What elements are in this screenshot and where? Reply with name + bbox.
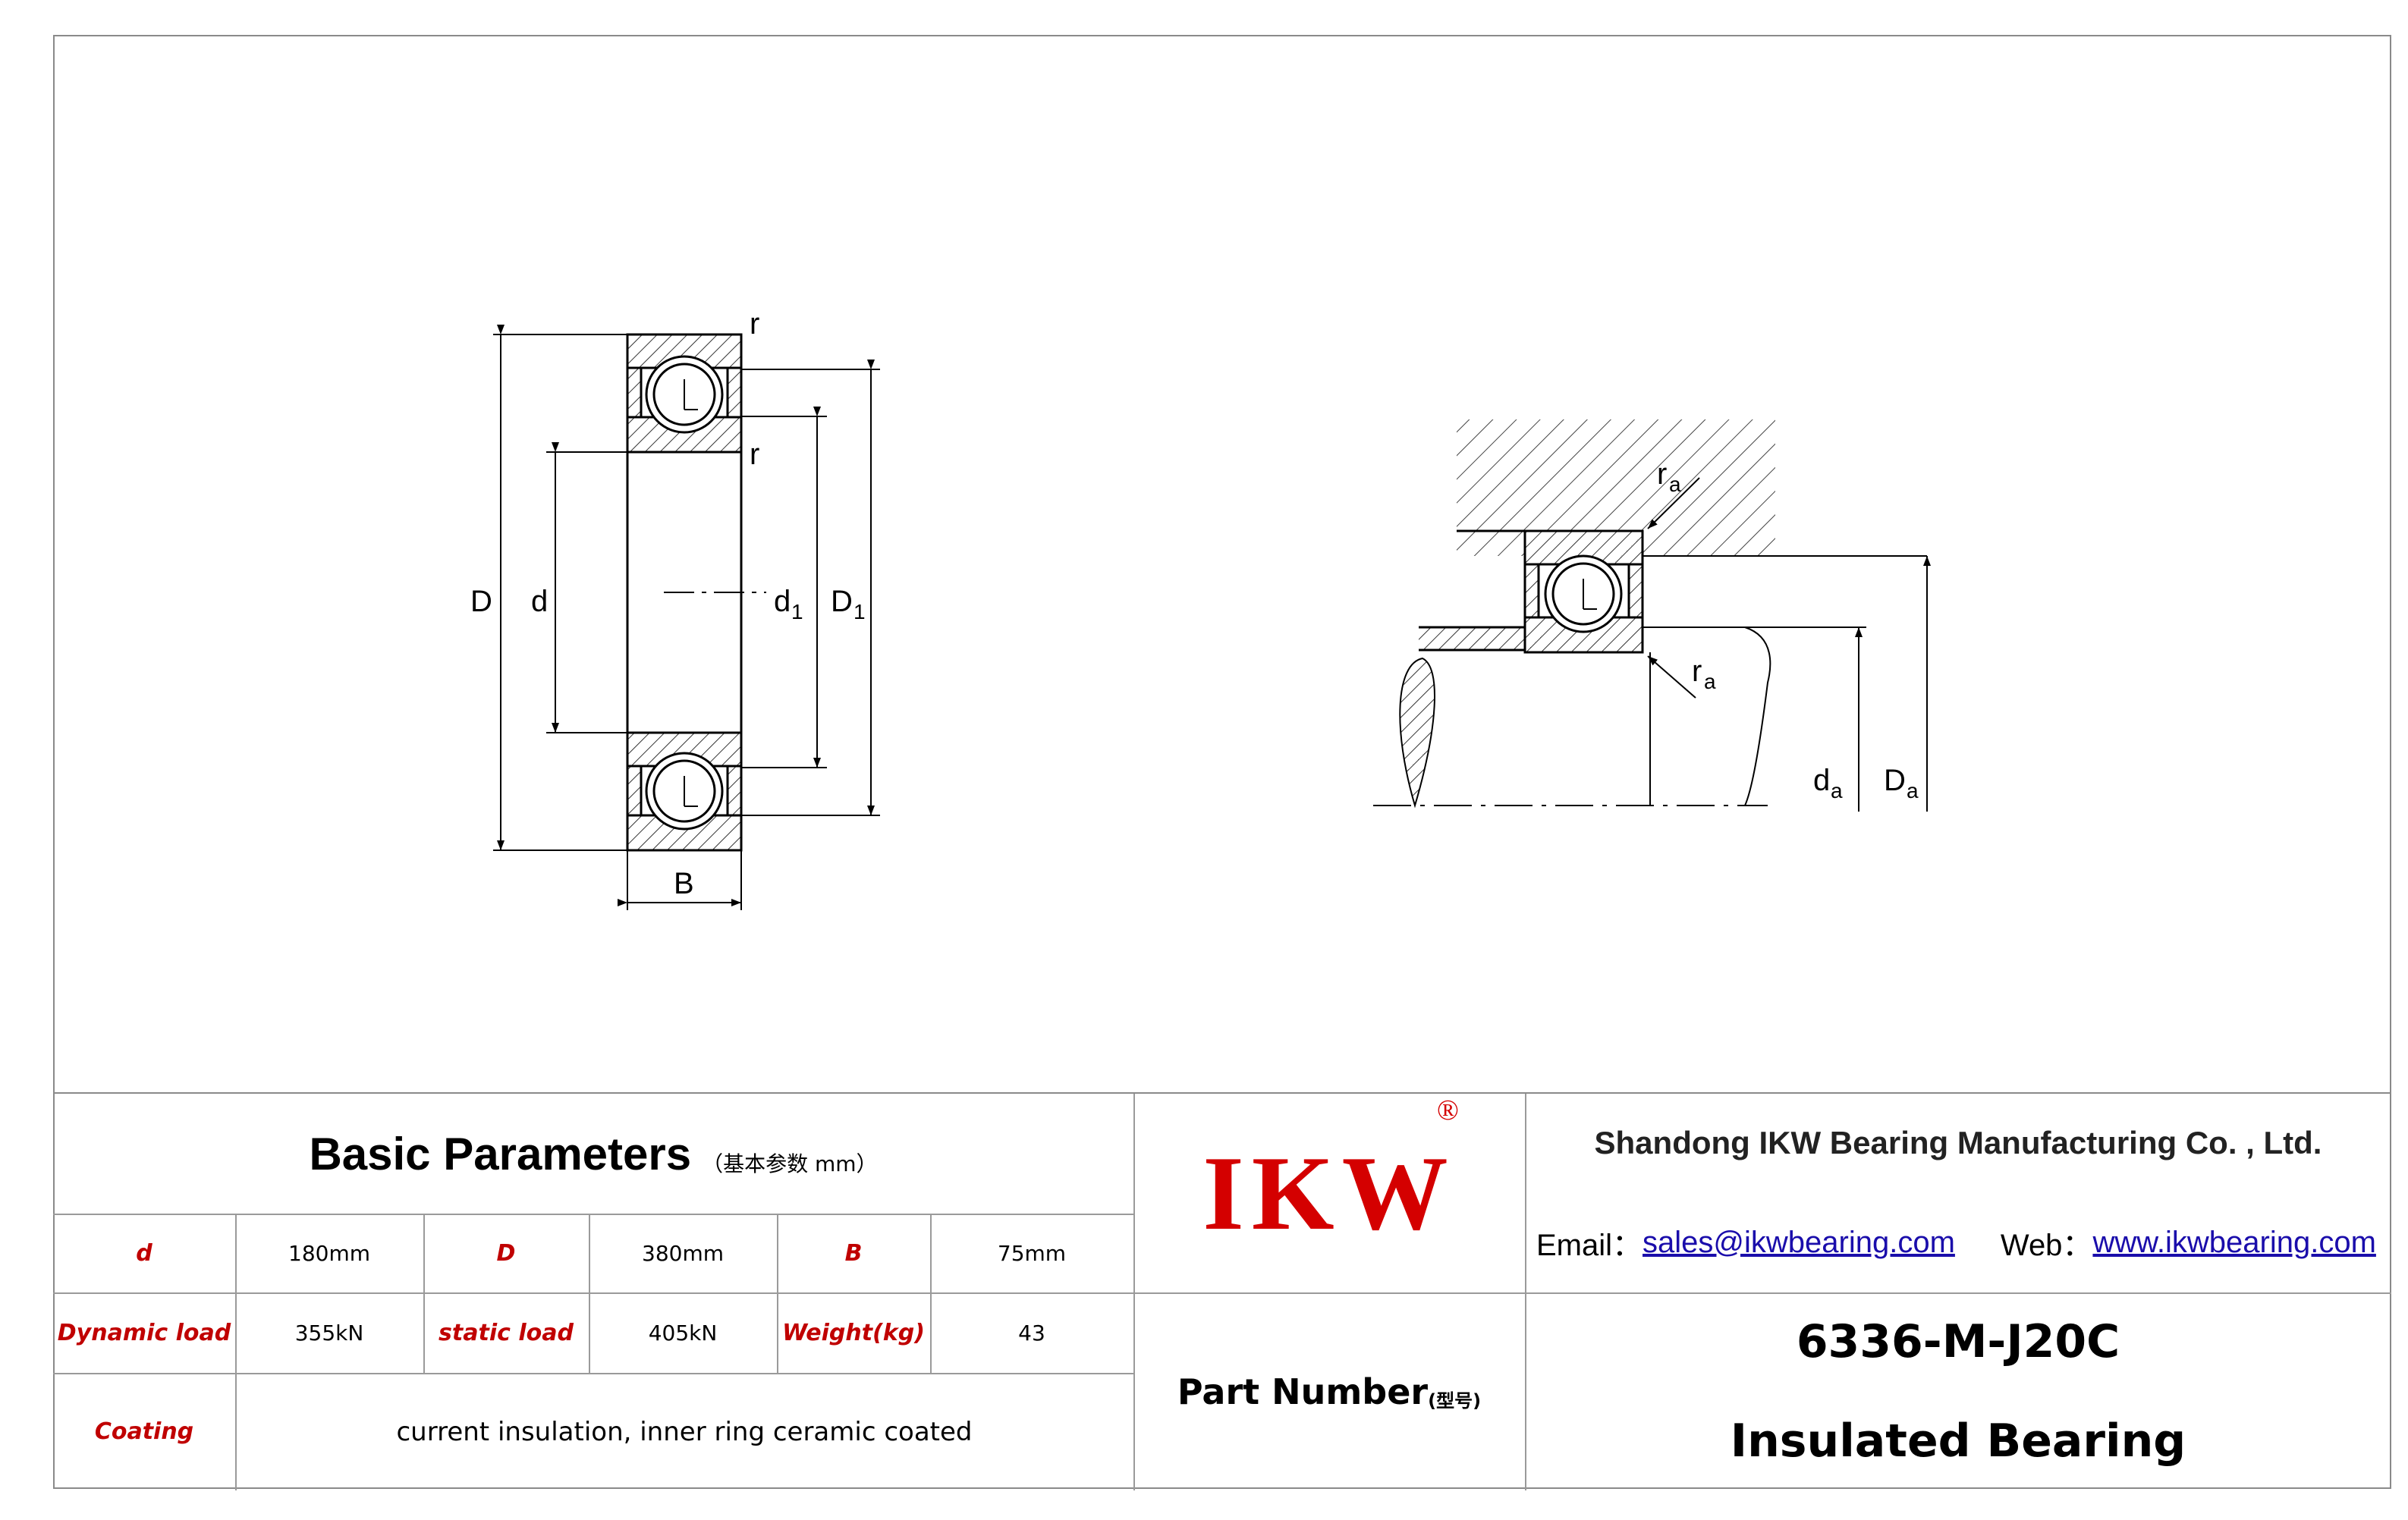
company-name-text: Shandong IKW Bearing Manufacturing Co. ,… xyxy=(1594,1125,2322,1160)
company-contact: Email： sales@ikwbearing.com Web： www.ikw… xyxy=(1525,1192,2391,1292)
dimension-labels-left: D d d 1 D 1 B r r xyxy=(470,307,866,900)
label-da-sub: a xyxy=(1831,779,1843,802)
dimension-lines-left xyxy=(493,325,880,910)
brand-logo: IKW ® xyxy=(1133,1094,1525,1292)
param-value-static-load: 405kN xyxy=(648,1320,718,1346)
part-type: Insulated Bearing xyxy=(1525,1391,2391,1490)
param-label-B: B xyxy=(844,1239,863,1267)
param-label-weight: Weight(kg) xyxy=(782,1319,925,1346)
web-link[interactable]: www.ikwbearing.com xyxy=(2092,1225,2376,1259)
part-number-label: Part Number (型号) xyxy=(1133,1292,1525,1490)
label-r-inner: r xyxy=(750,438,759,471)
company-name: Shandong IKW Bearing Manufacturing Co. ,… xyxy=(1525,1094,2391,1192)
label-B: B xyxy=(674,867,694,900)
basic-parameters-subtitle: （基本参数 mm） xyxy=(702,1151,878,1176)
basic-parameters-title: Basic Parameters xyxy=(309,1128,692,1179)
drawing-sheet xyxy=(53,35,2391,1489)
bearing-section-view xyxy=(626,333,766,852)
label-da: d xyxy=(1813,764,1830,797)
label-D1-sub: 1 xyxy=(853,600,866,623)
brand-logo-text: IKW xyxy=(1202,1134,1456,1252)
part-number-label-sub: (型号) xyxy=(1428,1390,1482,1412)
param-label-D: D xyxy=(496,1239,516,1267)
title-block: Basic Parameters （基本参数 mm） d 180mm D 380… xyxy=(53,1092,2391,1490)
param-value-B: 75mm xyxy=(997,1240,1067,1266)
technical-drawing: D d d 1 D 1 B r r xyxy=(470,307,1931,910)
param-label-static-load: static load xyxy=(439,1319,574,1346)
param-value-d: 180mm xyxy=(288,1240,370,1266)
web-label: Web： xyxy=(2000,1229,2093,1262)
label-ra-bottom-sub: a xyxy=(1704,670,1716,693)
label-r-top: r xyxy=(750,307,759,341)
param-value-D: 380mm xyxy=(642,1240,724,1266)
label-Da: D xyxy=(1884,764,1906,797)
label-Da-sub: a xyxy=(1907,779,1919,802)
label-D: D xyxy=(470,585,492,618)
dimension-lines-right xyxy=(1647,477,1931,812)
label-d1-sub: 1 xyxy=(791,600,803,623)
param-value-coating: current insulation, inner ring ceramic c… xyxy=(396,1416,973,1447)
label-ra-top: r xyxy=(1657,457,1667,491)
param-value-weight: 43 xyxy=(1018,1320,1045,1346)
email-label: Email： xyxy=(1536,1229,1643,1262)
part-type-text: Insulated Bearing xyxy=(1730,1414,2186,1468)
email-link[interactable]: sales@ikwbearing.com xyxy=(1643,1225,1955,1259)
label-ra-bottom: r xyxy=(1692,655,1702,688)
label-ra-top-sub: a xyxy=(1669,473,1681,496)
label-d: d xyxy=(531,585,548,618)
part-number-value: 6336-M-J20C xyxy=(1525,1292,2391,1391)
registered-mark: ® xyxy=(1437,1094,1459,1126)
param-value-dynamic-load: 355kN xyxy=(294,1320,364,1346)
label-d1: d xyxy=(774,585,791,618)
param-label-d: d xyxy=(136,1239,152,1267)
param-label-dynamic-load: Dynamic load xyxy=(57,1319,231,1346)
part-number: 6336-M-J20C xyxy=(1796,1315,2120,1368)
param-label-coating: Coating xyxy=(94,1418,194,1445)
basic-parameters-header: Basic Parameters （基本参数 mm） xyxy=(53,1094,1133,1214)
mounting-detail-view xyxy=(1373,419,1927,809)
dimension-labels-right: r a r a d a D a xyxy=(1657,457,1919,802)
part-number-label-text: Part Number xyxy=(1177,1371,1429,1412)
label-D1: D xyxy=(831,585,853,618)
